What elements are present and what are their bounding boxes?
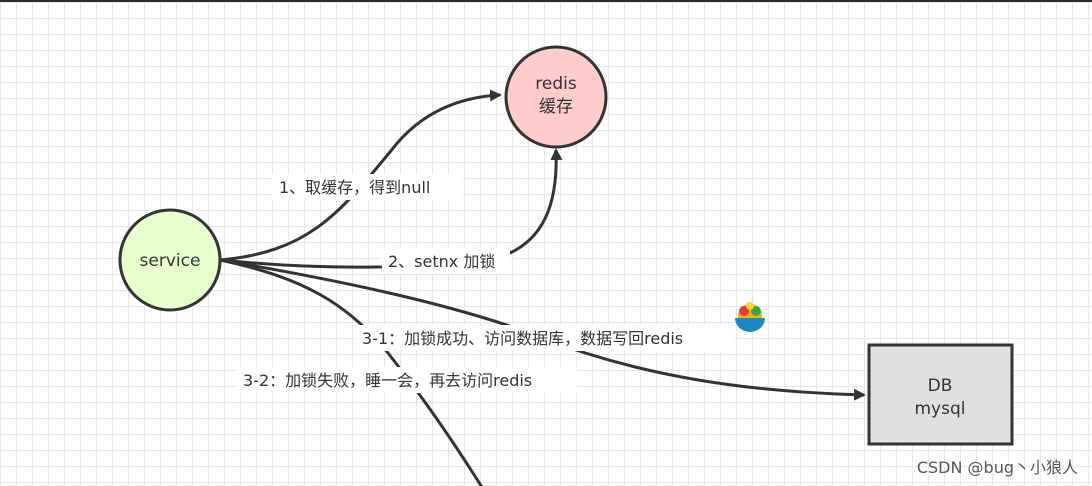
edge-label-get-cache: 1、取缓存，得到null (279, 178, 430, 197)
node-redis: redis 缓存 (504, 45, 608, 149)
node-db: DB mysql (867, 343, 1014, 446)
node-redis-line1: redis (535, 74, 577, 94)
edge-get-cache (219, 89, 502, 262)
watermark: CSDN @bug丶小狼人 (916, 458, 1078, 477)
edge-label-lock-success-group: 3-1：加锁成功、访问数据库，数据写回redis (356, 325, 734, 351)
edge-label-lock-success: 3-1：加锁成功、访问数据库，数据写回redis (362, 329, 683, 348)
edge-label-setnx: 2、setnx 加锁 (388, 252, 495, 271)
node-service-label: service (140, 251, 201, 271)
node-service: service (118, 208, 222, 312)
edge-label-get-cache-group: 1、取缓存，得到null (272, 174, 462, 200)
node-db-line2: mysql (915, 399, 966, 419)
edge-label-setnx-group: 2、setnx 加锁 (382, 248, 510, 274)
emoji-bowl-icon (735, 302, 765, 332)
node-db-line1: DB (928, 376, 953, 396)
edge-label-lock-fail-group: 3-2：加锁失败，睡一会，再去访问redis (237, 367, 577, 393)
edge-lock-fail (219, 258, 483, 486)
node-redis-line2: 缓存 (539, 97, 573, 117)
edge-label-lock-fail: 3-2：加锁失败，睡一会，再去访问redis (243, 371, 532, 390)
